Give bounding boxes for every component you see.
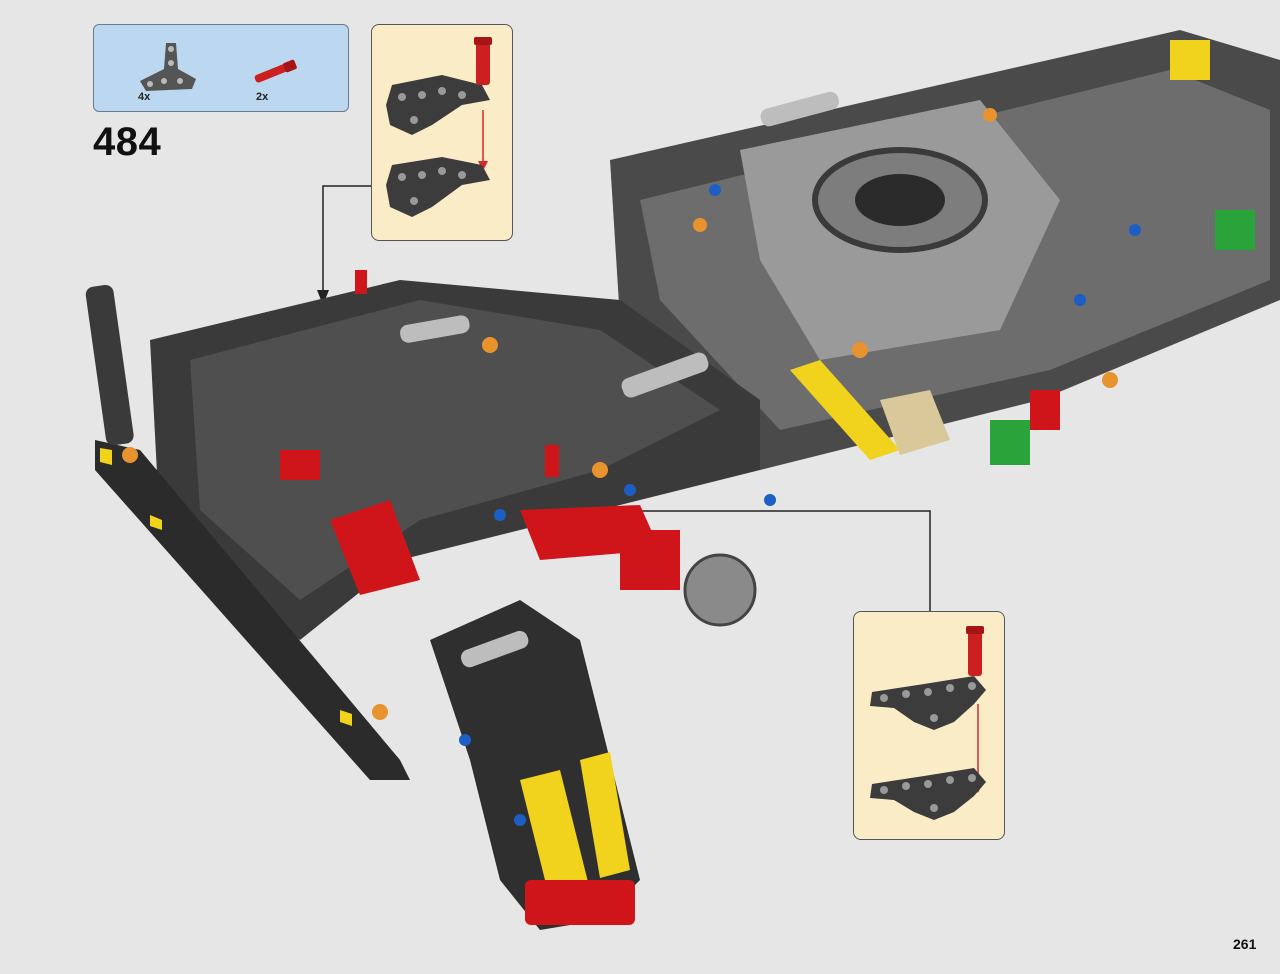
triangle-liftarm-icon — [386, 157, 490, 217]
axle-pin-icon — [966, 626, 984, 676]
triangle-liftarm-icon — [870, 676, 986, 730]
sub-assembly-callout-right — [853, 611, 1005, 840]
step-number: 484 — [93, 120, 162, 164]
part-quantity-2: 2x — [256, 91, 269, 103]
triangle-liftarm-icon — [870, 768, 986, 820]
part-quantity-1: 4x — [138, 91, 151, 103]
triangle-liftarm-icon — [140, 43, 196, 91]
sub-assembly-callout-top — [371, 24, 513, 241]
axle-pin-icon — [254, 59, 297, 83]
sub-assembly-illustration-top — [386, 37, 492, 217]
chassis-model — [85, 30, 1280, 930]
parts-list-box: 4x 2x — [93, 24, 349, 112]
sub-assembly-illustration-right — [870, 626, 986, 820]
page-number: 261 — [1233, 936, 1257, 952]
parts-illustration — [140, 43, 297, 91]
axle-pin-icon — [474, 37, 492, 85]
triangle-liftarm-icon — [386, 75, 490, 135]
